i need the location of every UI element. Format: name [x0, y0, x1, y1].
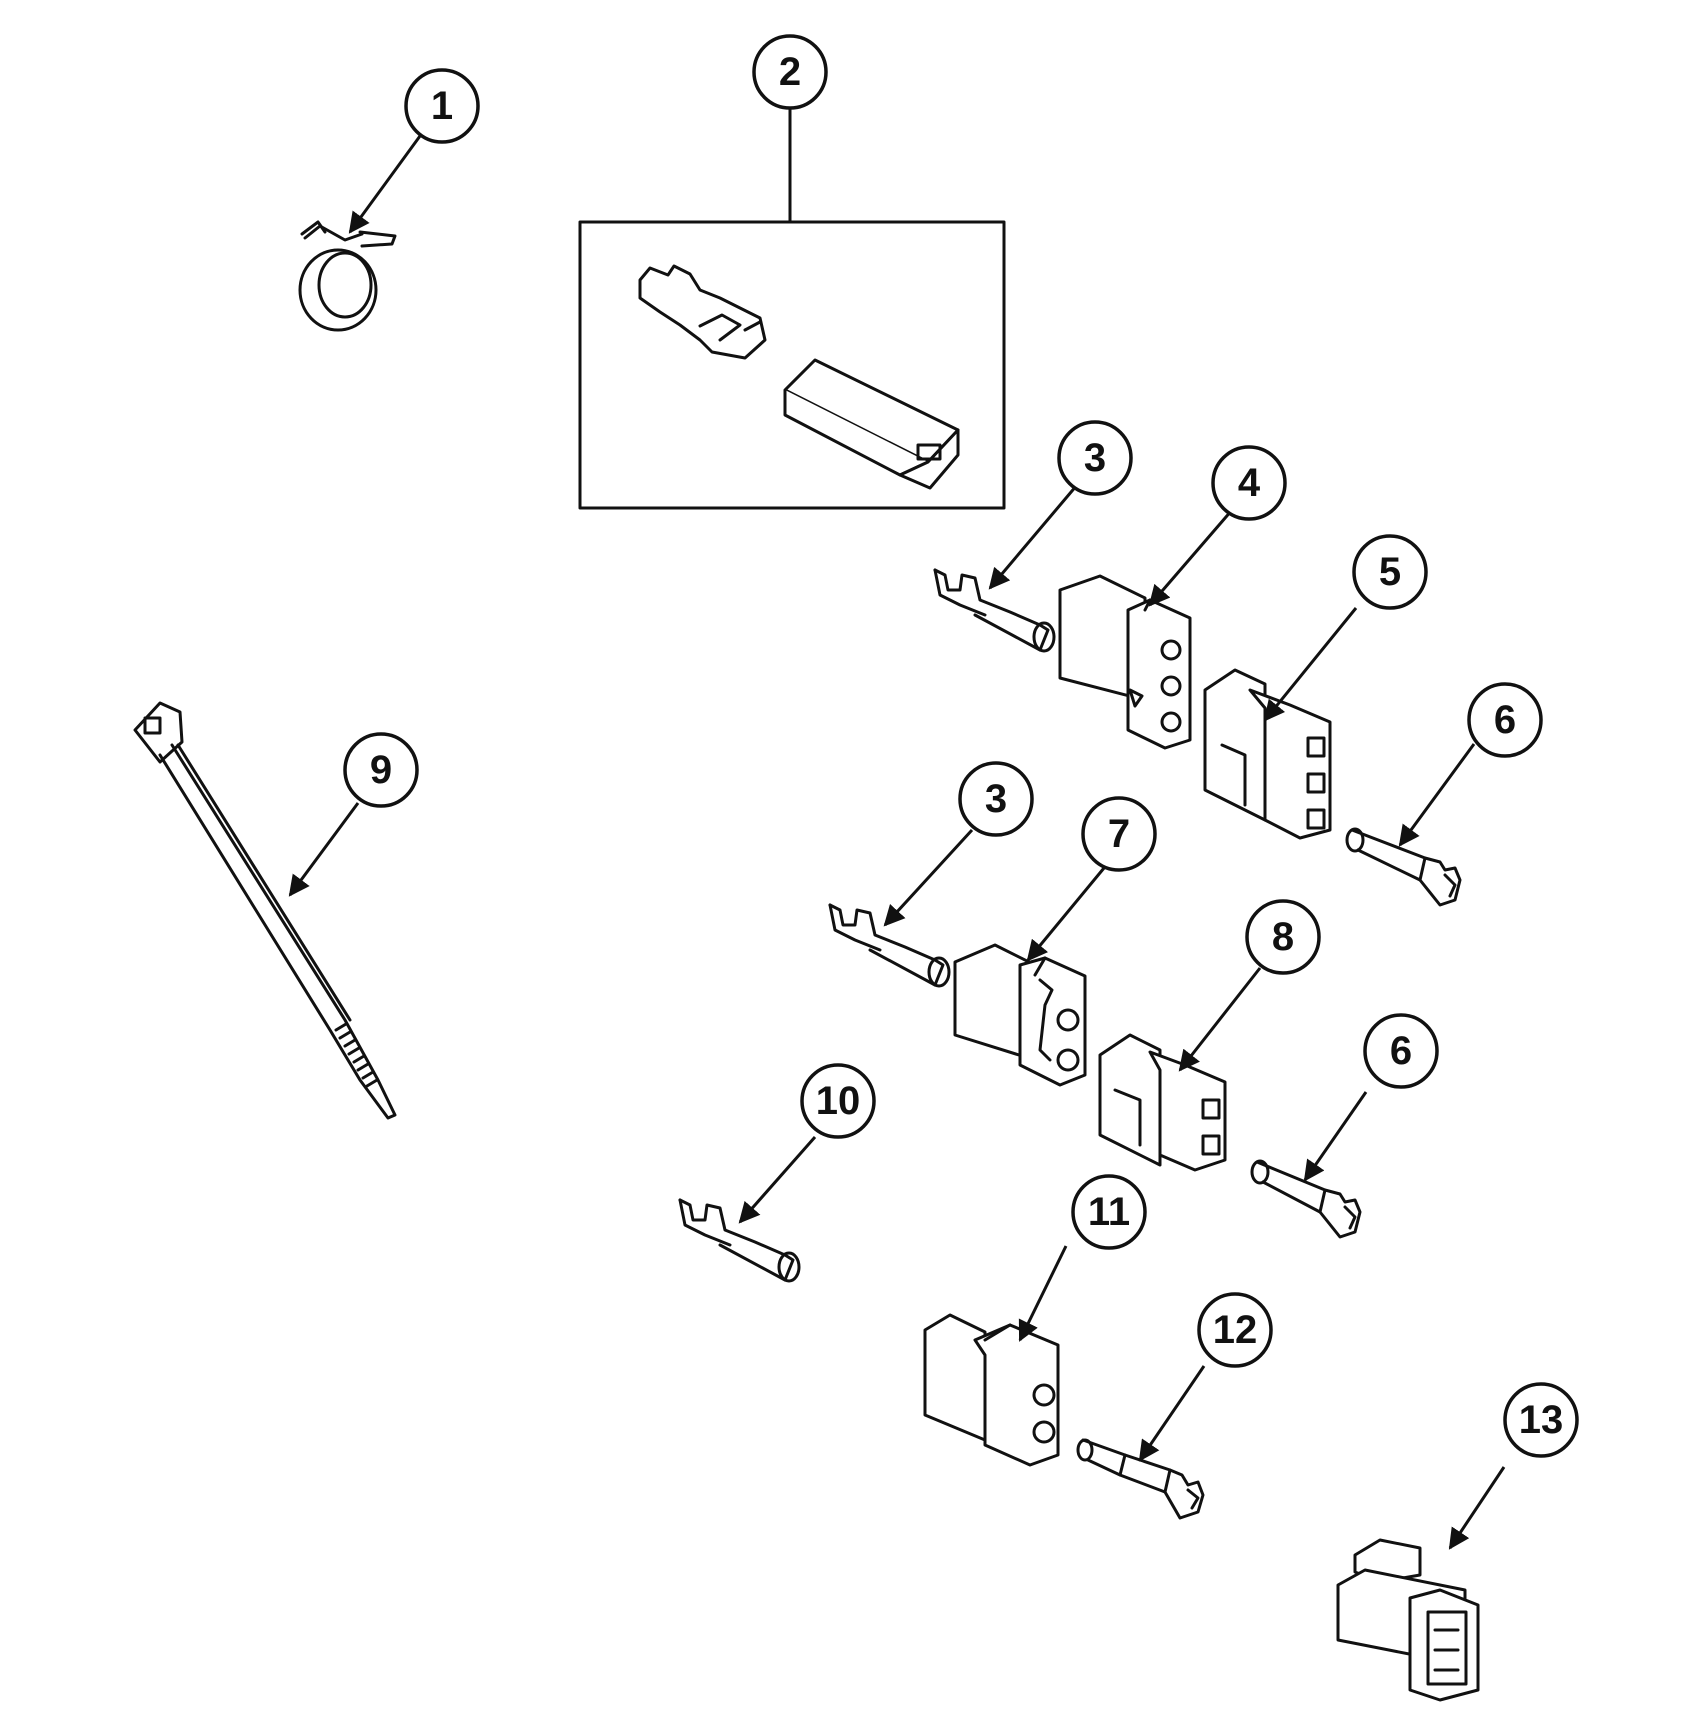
- callout-11: 11: [1071, 1174, 1147, 1250]
- callout-4: 4: [1211, 445, 1287, 521]
- svg-text:7: 7: [1108, 812, 1130, 856]
- svg-text:10: 10: [816, 1079, 861, 1123]
- part-5-receptacle-3-way: [1203, 668, 1332, 840]
- svg-text:2: 2: [779, 50, 801, 94]
- svg-text:12: 12: [1213, 1308, 1258, 1352]
- svg-text:3: 3: [985, 777, 1007, 821]
- svg-text:8: 8: [1272, 915, 1294, 959]
- callout-6-lower: 6: [1363, 1013, 1439, 1089]
- svg-text:3: 3: [1084, 436, 1106, 480]
- part-9-cable-tie: [133, 701, 397, 1120]
- svg-text:6: 6: [1390, 1029, 1412, 1073]
- part-6-terminal-upper: [1345, 827, 1462, 907]
- part-1-hose-clamp: [298, 220, 397, 332]
- callout-9: 9: [343, 732, 419, 808]
- svg-text:9: 9: [370, 748, 392, 792]
- part-11-connector-2-way: [923, 1313, 1060, 1467]
- callout-8: 8: [1245, 899, 1321, 975]
- callout-12: 12: [1197, 1292, 1273, 1368]
- svg-text:4: 4: [1238, 461, 1261, 505]
- svg-text:1: 1: [431, 84, 453, 128]
- part-12-terminal: [1076, 1438, 1205, 1520]
- callout-2: 2: [752, 34, 828, 110]
- part-10-terminal: [678, 1198, 801, 1283]
- callout-13: 13: [1503, 1382, 1579, 1458]
- part-6-terminal-lower: [1250, 1159, 1362, 1239]
- callout-6-upper: 6: [1467, 682, 1543, 758]
- svg-text:11: 11: [1088, 1190, 1130, 1234]
- leader-lines: [288, 100, 1506, 1550]
- part-4-connector-3-way: [1058, 574, 1192, 750]
- callout-3-lower: 3: [958, 761, 1034, 837]
- callout-1: 1: [404, 68, 480, 144]
- callout-3-upper: 3: [1057, 420, 1133, 496]
- part-3-terminal-upper: [933, 568, 1056, 653]
- part-13-module: [1336, 1538, 1480, 1702]
- part-8-receptacle-2-way: [1098, 1033, 1227, 1172]
- part-3-terminal-lower: [828, 903, 951, 988]
- callout-7: 7: [1081, 796, 1157, 872]
- callout-5: 5: [1352, 534, 1428, 610]
- svg-text:13: 13: [1519, 1398, 1564, 1442]
- svg-text:5: 5: [1379, 550, 1401, 594]
- svg-text:6: 6: [1494, 698, 1516, 742]
- part-2-terminal-kit: [578, 220, 1006, 510]
- part-7-connector-2-way: [953, 943, 1087, 1087]
- callout-10: 10: [800, 1063, 876, 1139]
